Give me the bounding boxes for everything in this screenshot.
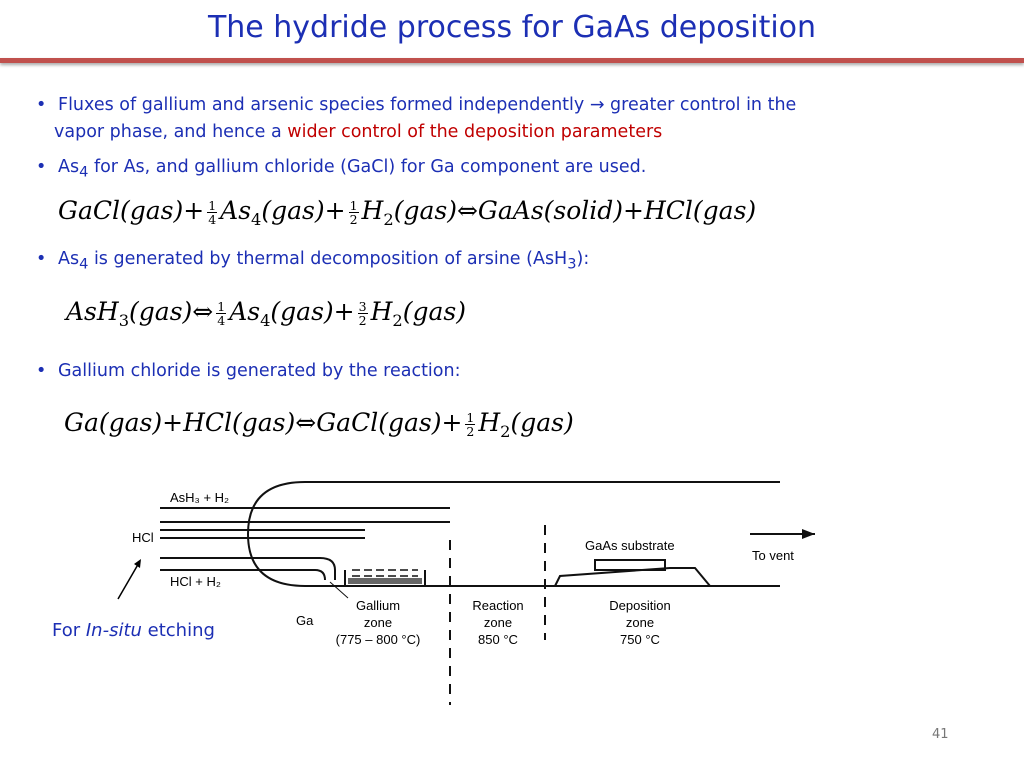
reactor-diagram: AsH₃ + H₂ HCl HCl + H₂ Ga GaAs substrate… — [132, 481, 815, 705]
in-situ-etching-note: For In-situ etching — [52, 620, 215, 641]
gallium-zone-temp: (775 – 800 °C) — [336, 632, 421, 647]
bullet-dot: • — [36, 249, 47, 269]
bullet-species-sub: 4 — [79, 163, 89, 181]
bullet-fluxes-line1: Fluxes of gallium and arsenic species fo… — [58, 95, 797, 115]
eq3-f1-den: 2 — [466, 424, 475, 439]
eq3-equilibrium-arrow: ⇔ — [295, 408, 317, 437]
gallium-melt — [348, 578, 422, 584]
bullet-dot: • — [36, 95, 47, 115]
eq3-t4: (gas) — [510, 408, 574, 437]
bullet-gallium-chloride: • Gallium chloride is generated by the re… — [36, 358, 976, 385]
label-to-vent: To vent — [752, 548, 794, 563]
slide-title: The hydride process for GaAs deposition — [207, 10, 817, 45]
note-post: etching — [141, 620, 215, 641]
hcl-h2-tube — [160, 557, 336, 580]
bullet-species-text: for As, and gallium chloride (GaCl) for … — [88, 157, 647, 177]
reaction-zone-temp: 850 °C — [478, 632, 518, 647]
eq2-t5-sub: 2 — [392, 311, 403, 330]
eq1-t2-sub: 4 — [251, 210, 262, 229]
eq3-t3-sub: 2 — [500, 422, 511, 441]
label-hcl-h2: HCl + H₂ — [170, 574, 221, 589]
bullet-species: • As4 for As, and gallium chloride (GaCl)… — [36, 154, 976, 186]
bullet-arsine-text: is generated by thermal decomposition of… — [88, 249, 568, 269]
eq1-equilibrium-arrow: ⇔ — [456, 196, 478, 225]
label-ga: Ga — [296, 613, 314, 628]
bullet-arsine-as: As — [58, 249, 80, 269]
note-pre: For — [52, 620, 86, 641]
bullet-fluxes-line2-text: vapor phase, and hence a — [54, 122, 288, 142]
title-divider — [0, 58, 1024, 63]
eq1-f2-den: 2 — [349, 212, 358, 227]
vent-arrowhead — [802, 529, 815, 539]
gallium-zone-label: zone — [364, 615, 392, 630]
gaas-substrate — [594, 559, 666, 571]
bullet-dot: • — [36, 361, 47, 381]
eq1-f2-num: 1 — [348, 197, 359, 213]
bullet-arsine-end: ): — [576, 249, 590, 269]
reactor-tube — [246, 481, 780, 587]
label-ash3-h2: AsH₃ + H₂ — [170, 490, 229, 505]
bullet-arsine-sub2: 3 — [567, 255, 577, 273]
bullet-arsine-sub1: 4 — [79, 255, 89, 273]
hcl-h2-tube-inner — [160, 569, 326, 581]
eq1-t4-sub: 2 — [383, 210, 394, 229]
bullet-fluxes-highlight: wider control of the deposition paramete… — [287, 122, 663, 142]
eq3-f1-num: 1 — [465, 409, 476, 425]
deposition-zone-name: Deposition — [609, 598, 670, 613]
eq2-t5: H — [370, 297, 393, 326]
eq1-t6: GaAs(solid)+HCl(gas) — [477, 196, 757, 225]
eq2-t6: (gas) — [402, 297, 466, 326]
bullet-gallium-chloride-text: Gallium chloride is generated by the rea… — [58, 361, 461, 381]
eq2-t3: As — [229, 297, 261, 326]
bullet-fluxes-line2: vapor phase, and hence a wider control o… — [36, 119, 976, 146]
bullet-dot: • — [36, 157, 47, 177]
deposition-zone-label: zone — [626, 615, 654, 630]
eq2-equilibrium-arrow: ⇔ — [192, 297, 214, 326]
eq1-f1-num: 1 — [207, 197, 218, 213]
eq1-t4: H — [361, 196, 384, 225]
eq2-t1: AsH — [66, 297, 119, 326]
eq2-f1-den: 4 — [217, 313, 226, 328]
substrate-holder — [553, 567, 713, 587]
eq2-f2-num: 3 — [357, 298, 368, 314]
reaction-zone-label: zone — [484, 615, 512, 630]
page-number: 41 — [932, 727, 949, 742]
eq2-t3-sub: 4 — [260, 311, 271, 330]
eq2-f1-num: 1 — [216, 298, 227, 314]
eq2-f2-den: 2 — [358, 313, 367, 328]
bullet-arsine: • As4 is generated by thermal decompositi… — [36, 246, 976, 278]
bullet-fluxes: • Fluxes of gallium and arsenic species f… — [36, 92, 976, 146]
eq3-t2: GaCl(gas)+ — [316, 408, 463, 437]
label-hcl: HCl — [132, 530, 154, 545]
eq1-t1: GaCl(gas)+ — [58, 196, 205, 225]
ga-leader-line — [329, 581, 349, 599]
eq2-t4: (gas)+ — [270, 297, 355, 326]
gallium-zone-name: Gallium — [356, 598, 400, 613]
eq2-t2: (gas) — [129, 297, 193, 326]
eq1-t5: (gas) — [393, 196, 457, 225]
eq1-t2: As — [220, 196, 252, 225]
eq1-t3: (gas)+ — [261, 196, 346, 225]
eq3-t3: H — [478, 408, 501, 437]
gallium-boat — [344, 570, 426, 587]
eq1-f1-den: 4 — [208, 212, 217, 227]
label-gaas-substrate: GaAs substrate — [585, 538, 675, 553]
reaction-zone-name: Reaction — [472, 598, 523, 613]
note-pointer-arrow — [117, 559, 141, 600]
deposition-zone-temp: 750 °C — [620, 632, 660, 647]
eq3-t1: Ga(gas)+HCl(gas) — [64, 408, 296, 437]
bullet-species-as: As — [58, 157, 80, 177]
eq2-t1-sub: 3 — [118, 311, 130, 330]
note-italic: In-situ — [85, 620, 142, 641]
